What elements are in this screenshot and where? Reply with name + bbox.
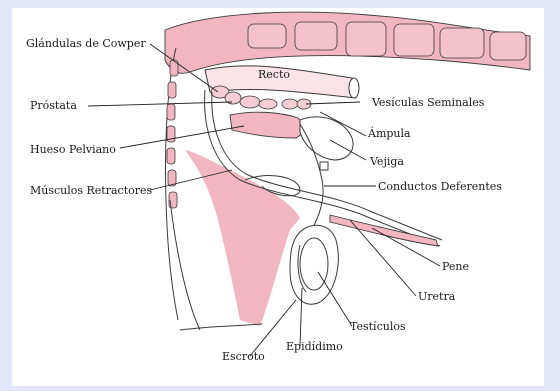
thigh-muscle [185, 150, 300, 326]
label-prostata: Próstata [30, 99, 77, 112]
label-uretra: Uretra [418, 290, 456, 303]
testis [300, 238, 328, 290]
label-musculos: Músculos Retractores [30, 184, 153, 197]
label-epididimo: Epidídimo [286, 340, 343, 353]
label-conductos: Conductos Deferentes [378, 180, 502, 193]
label-vesiculas: Vesículas Seminales [371, 96, 485, 109]
label-pene: Pene [442, 260, 469, 273]
label-recto: Recto [258, 68, 290, 81]
thigh-outline [170, 200, 200, 330]
pelvic-bone [230, 112, 303, 138]
label-vejiga: Vejiga [369, 155, 404, 168]
label-escroto: Escroto [222, 350, 265, 363]
label-testiculos: Testículos [350, 320, 406, 333]
label-cowper: Glándulas de Cowper [26, 37, 146, 50]
penis [330, 215, 438, 246]
label-ampula: Ámpula [367, 126, 411, 140]
label-hueso: Hueso Pelviano [30, 143, 116, 156]
